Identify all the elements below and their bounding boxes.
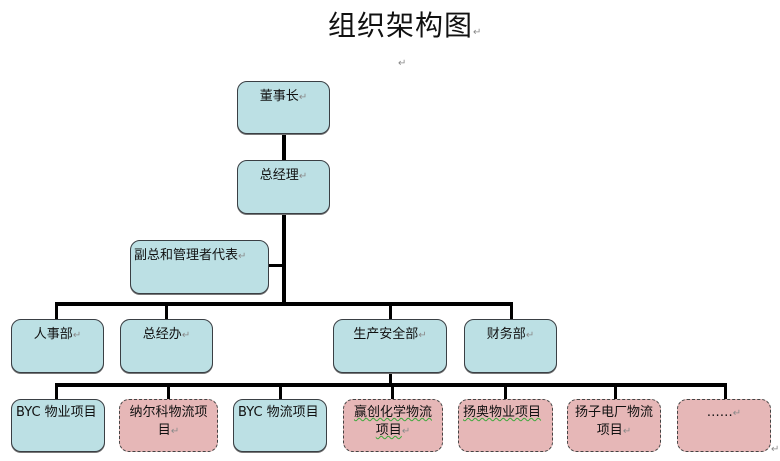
node-label: 董事长 [259,89,299,104]
connector-line [268,264,284,267]
connector-line [282,133,286,161]
connector-line [724,383,727,400]
node-label: 总经理 [259,168,299,183]
org-node-finance[interactable]: 财务部↵ [464,319,557,373]
org-node-hr-department[interactable]: 人事部↵ [11,319,104,373]
paragraph-mark-icon: ↵ [771,444,780,455]
node-label: 生产安全部 [353,327,419,342]
paragraph-mark-icon: ↵ [298,171,308,182]
connector-line [165,302,168,320]
connector-line [389,302,392,320]
connector-line [55,383,58,400]
paragraph-mark-icon: ↵ [473,27,483,38]
node-label: BYC 物流项目 [238,405,319,420]
org-node-gm-office[interactable]: 总经办↵ [120,319,213,373]
paragraph-mark-icon: ↵ [298,92,308,103]
connector-line [55,302,58,320]
org-node-project-yangzi-power[interactable]: 扬子电厂物流项目↵ [567,399,661,452]
org-node-project-more[interactable]: ……↵ [677,399,771,452]
connector-line [614,383,617,400]
paragraph-mark-icon: ↵ [732,408,742,419]
org-node-project-yangao-property[interactable]: 扬奥物业项目 [458,399,553,452]
connector-line [391,383,394,400]
paragraph-mark-icon: ↵ [238,251,247,262]
paragraph-mark-icon: ↵ [181,330,191,341]
connector-line [55,383,726,387]
node-label: 纳尔科物流项目 [129,405,208,438]
connector-line [279,383,282,400]
node-label: BYC 物业项目 [16,405,97,420]
node-label: 扬子电厂物流项目 [574,405,653,438]
node-label: 副总和管理者代表 [134,248,239,263]
paragraph-mark-icon: ↵ [398,58,407,69]
node-label: 扬奥物业项目 [463,405,542,420]
paragraph-mark-icon: ↵ [418,330,427,341]
connector-line [389,372,392,384]
paragraph-mark-icon: ↵ [401,426,411,437]
org-node-production-safety[interactable]: 生产安全部↵ [333,319,447,373]
node-label: 财务部 [486,327,526,342]
connector-line [55,302,513,306]
paragraph-mark-icon: ↵ [72,330,82,341]
paragraph-mark-icon: ↵ [170,426,180,437]
node-label: 赢创化学物流项目 [353,405,432,438]
node-label: …… [706,405,733,420]
connector-line [504,383,507,400]
org-node-deputy-management-rep[interactable]: 副总和管理者代表↵ [130,240,269,294]
paragraph-mark-icon: ↵ [622,426,632,437]
org-node-project-evonik-chemical[interactable]: 赢创化学物流项目↵ [343,399,443,452]
org-node-project-nalco-logistics[interactable]: 纳尔科物流项目↵ [119,399,218,452]
org-node-general-manager[interactable]: 总经理↵ [237,160,330,214]
connector-line [282,213,286,302]
org-node-project-byc-property[interactable]: BYC 物业项目 [11,399,105,452]
org-node-project-byc-logistics[interactable]: BYC 物流项目 [233,399,327,452]
node-label: 人事部 [33,327,73,342]
document-title: 组织架构图↵ [328,9,483,42]
node-label: 总经办 [142,327,182,342]
connector-line [167,383,170,400]
paragraph-mark-icon: ↵ [525,330,535,341]
connector-line [510,302,513,320]
org-node-chairman[interactable]: 董事长↵ [237,81,330,134]
